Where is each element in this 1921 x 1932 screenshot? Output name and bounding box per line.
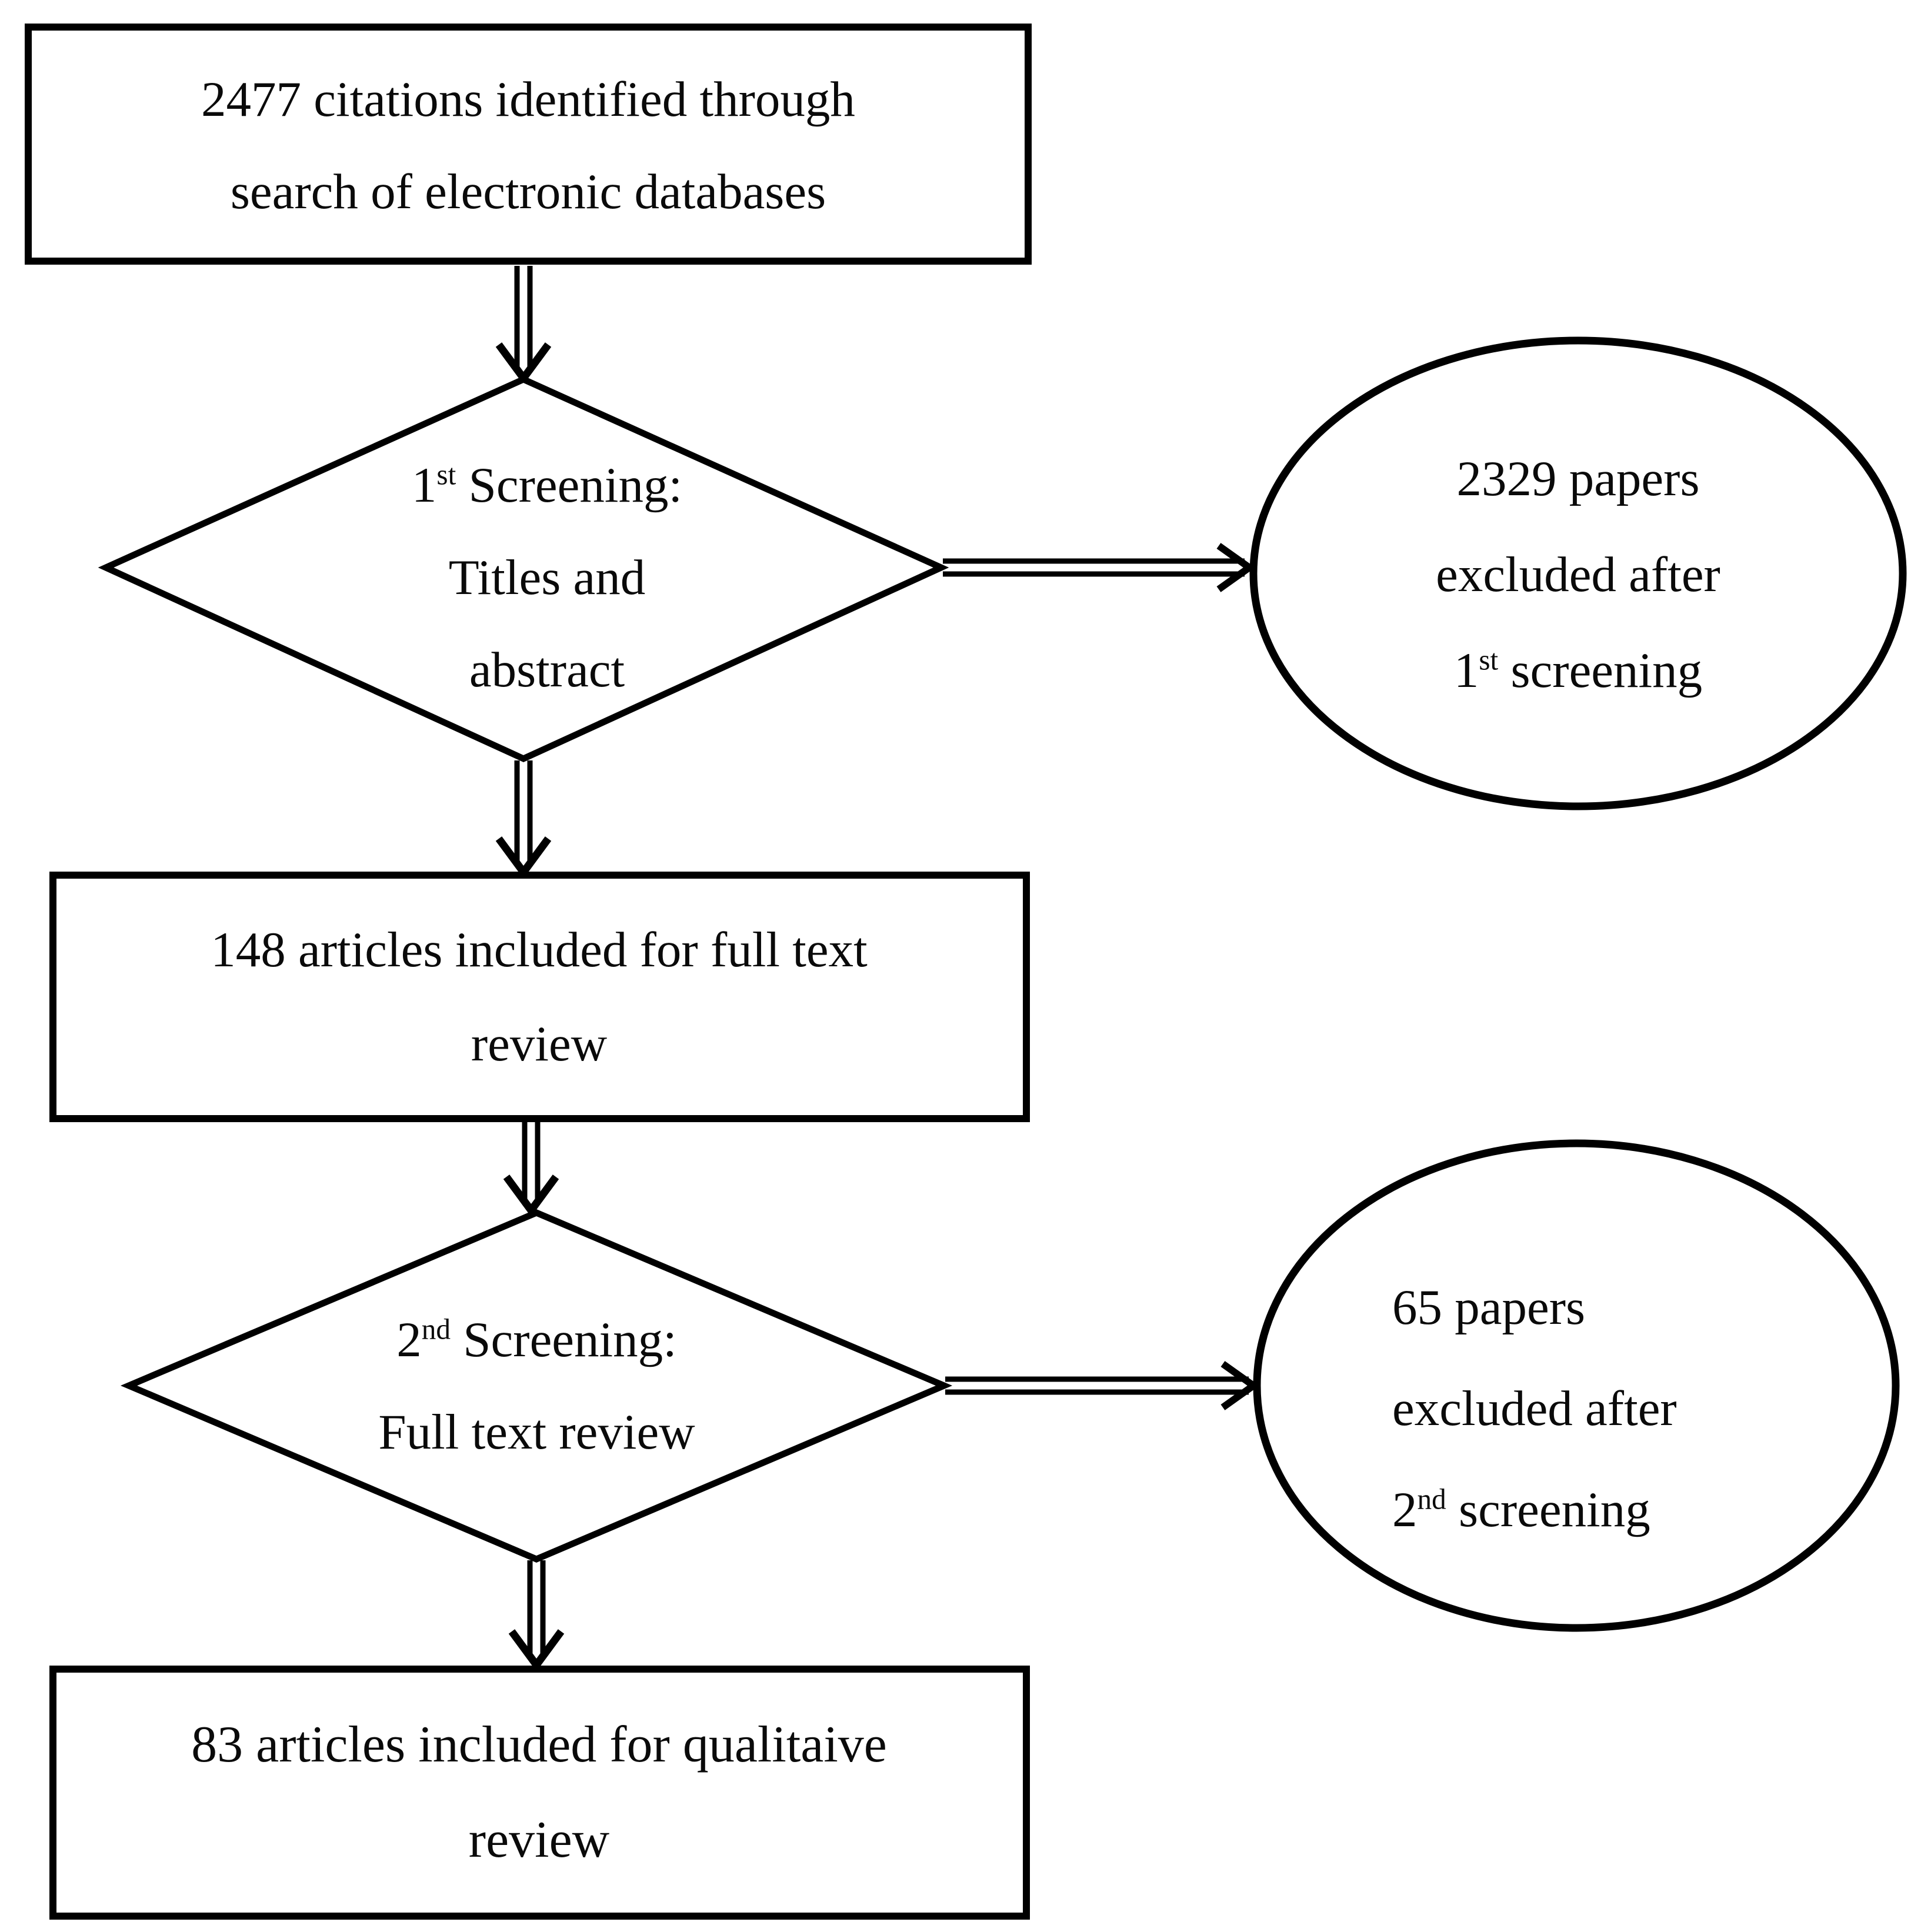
- text-line: review: [469, 1793, 609, 1888]
- ordinal-suffix-text: st: [436, 458, 456, 491]
- text-line: 2477 citations identified through: [201, 54, 855, 146]
- ellipse2-line3-rest: screening: [1446, 1482, 1650, 1537]
- ordinal-text: 2: [1392, 1482, 1418, 1537]
- text-line: search of electronic databases: [231, 146, 826, 238]
- text-line: review: [471, 997, 607, 1091]
- first-screening-diamond-label: 1st Screening: Titles and abstract: [118, 388, 976, 768]
- first-exclusion-ellipse-shape: [1249, 336, 1907, 810]
- first-screening-diamond-shape: [98, 375, 949, 763]
- down-arrow-connector-2: [495, 760, 552, 879]
- text-line: Titles and: [449, 532, 646, 624]
- text-line: 1st screening: [1454, 623, 1702, 719]
- middle-box-label: 148 articles included for full text revi…: [50, 875, 1028, 1119]
- bottom-box-shape: [49, 1666, 1030, 1920]
- ordinal-suffix-text: nd: [1417, 1483, 1446, 1516]
- ellipse1-line2: excluded after: [1436, 547, 1720, 602]
- text-line: 2nd screening: [1392, 1459, 1650, 1560]
- ordinal-suffix-text: st: [1479, 643, 1499, 676]
- first-exclusion-ellipse-label: 2329 papers excluded after 1st screening: [1253, 385, 1903, 765]
- second-screening-diamond-label: 2nd Screening: Full text review: [129, 1214, 944, 1557]
- ordinal-text: 2: [396, 1312, 422, 1367]
- text-line: abstract: [469, 624, 625, 716]
- text-line: 148 articles included for full text: [211, 903, 867, 997]
- ordinal-suffix-text: nd: [421, 1313, 451, 1346]
- top-box-line1: 2477 citations identified through: [201, 72, 855, 127]
- diamond1-line3: abstract: [469, 642, 625, 698]
- text-line: 2329 papers: [1456, 431, 1699, 527]
- text-line: excluded after: [1436, 527, 1720, 623]
- down-arrow-connector-4: [508, 1560, 565, 1671]
- bottom-box-line2: review: [468, 1811, 610, 1868]
- middle-box-line1: 148 articles included for full text: [211, 922, 868, 977]
- ellipse2-line2: excluded after: [1392, 1381, 1677, 1436]
- text-line: 83 articles included for qualitaive: [191, 1697, 887, 1793]
- text-line: 2nd Screening:: [396, 1294, 677, 1386]
- top-box-label: 2477 citations identified through search…: [25, 27, 1032, 265]
- middle-box-shape: [49, 872, 1030, 1122]
- text-line: Full text review: [378, 1386, 695, 1479]
- second-exclusion-ellipse-shape: [1253, 1139, 1900, 1632]
- diamond1-title-rest: Screening:: [456, 458, 683, 513]
- text-line: 1st Screening:: [412, 439, 682, 532]
- text-line: excluded after: [1392, 1358, 1677, 1459]
- bottom-box-line1: 83 articles included for qualitaive: [191, 1716, 887, 1773]
- ordinal-text: 1: [1453, 643, 1479, 698]
- second-screening-diamond-shape: [120, 1209, 953, 1563]
- down-arrow-connector-1: [495, 266, 552, 385]
- text-line: 65 papers: [1392, 1257, 1585, 1358]
- right-arrow-connector-2: [945, 1361, 1260, 1410]
- ellipse1-line1: 2329 papers: [1456, 451, 1700, 506]
- top-box-line2: search of electronic databases: [230, 164, 826, 219]
- bottom-box-label: 83 articles included for qualitaive revi…: [50, 1669, 1028, 1916]
- diamond2-title-rest: Screening:: [451, 1312, 677, 1367]
- middle-box-line2: review: [471, 1016, 608, 1072]
- diamond1-line2: Titles and: [448, 550, 646, 605]
- ellipse2-line1: 65 papers: [1392, 1280, 1586, 1335]
- second-exclusion-ellipse-label: 65 papers excluded after 2nd screening: [1392, 1256, 1839, 1561]
- right-arrow-connector-1: [943, 543, 1256, 592]
- top-box-shape: [25, 24, 1032, 265]
- diamond2-line2: Full text review: [378, 1404, 695, 1460]
- ordinal-text: 1: [411, 458, 437, 513]
- down-arrow-connector-3: [503, 1122, 559, 1217]
- ellipse1-line3-rest: screening: [1498, 643, 1703, 698]
